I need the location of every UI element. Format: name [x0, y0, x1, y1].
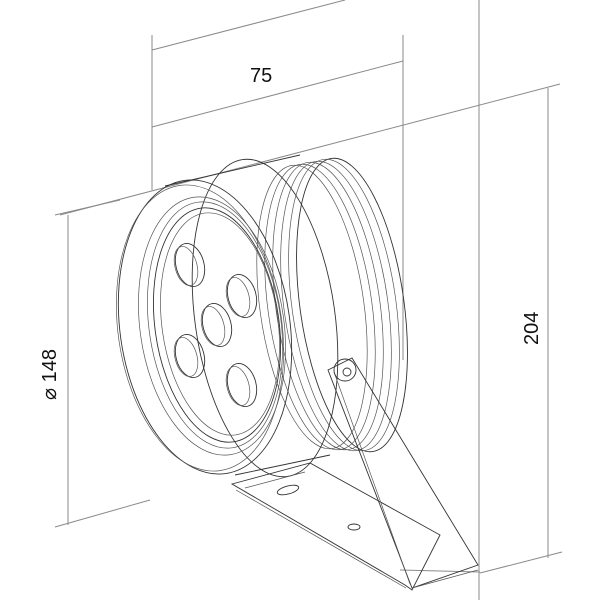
pivot-bolt-icon: [333, 358, 357, 382]
led-array: [173, 242, 258, 408]
mounting-hole-icon: [347, 523, 361, 531]
led-3-icon: [200, 302, 233, 348]
mounting-slot-icon: [276, 484, 300, 496]
mounting-bracket: [230, 357, 479, 591]
led-2-icon: [225, 273, 258, 319]
height-dimension-label: 204: [521, 312, 543, 345]
diameter-dimension-label: ⌀ 148: [39, 349, 61, 400]
depth-dimension-label: 75: [250, 65, 272, 87]
led-1-icon: [173, 242, 206, 288]
lamp-front-bezel: [116, 158, 339, 478]
lamp-rear-housing: [164, 154, 408, 476]
led-4-icon: [173, 333, 206, 379]
dimension-lines: [54, 0, 563, 600]
led-5-icon: [225, 362, 258, 408]
